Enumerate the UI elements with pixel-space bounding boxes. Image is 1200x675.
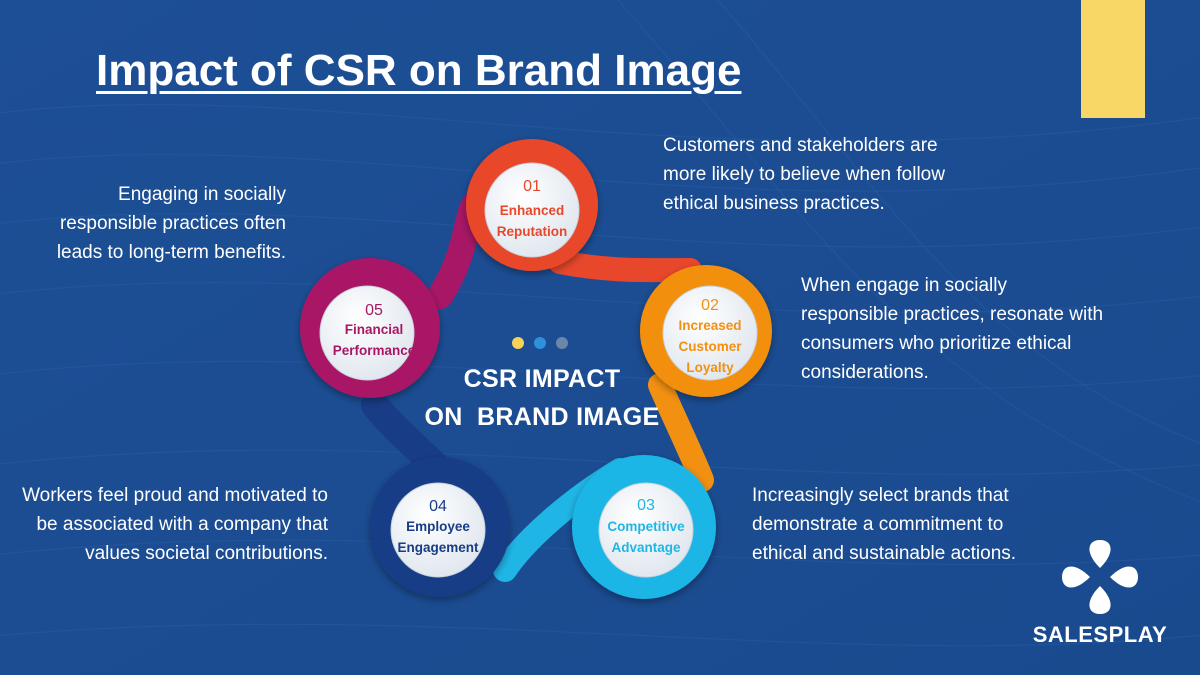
dot-gray (556, 337, 568, 349)
node-label: Loyalty (686, 360, 734, 375)
salesplay-logo: SALESPLAY (1030, 538, 1170, 648)
node-label: Financial (345, 322, 404, 337)
node-number: 03 (637, 497, 655, 514)
center-title-line-1: CSR IMPACT (463, 365, 621, 393)
description-02: When engage in socially responsible prac… (801, 275, 1104, 383)
node-number: 02 (701, 297, 719, 314)
dot-blue (534, 337, 546, 349)
node-number: 04 (429, 498, 447, 515)
node-label: Advantage (611, 540, 681, 555)
description-03: Increasingly select brands that demonstr… (752, 485, 1017, 564)
node-label: Increased (678, 318, 741, 333)
salesplay-logo-icon (1062, 540, 1138, 614)
node-label: Performance (333, 343, 416, 358)
node-label: Engagement (397, 540, 479, 555)
decorative-dots (512, 337, 568, 349)
description-01: Customers and stakeholders are more like… (663, 135, 945, 214)
node-label: Enhanced (500, 203, 565, 218)
node-number: 01 (523, 178, 541, 195)
node-number: 05 (365, 302, 383, 319)
description-04: Workers feel proud and motivated to be a… (22, 485, 328, 564)
node-label: Competitive (607, 519, 685, 534)
node-03-competitive-advantage: 03 Competitive Advantage (572, 455, 716, 599)
description-05: Engaging in socially responsible practic… (56, 184, 286, 263)
node-label: Customer (678, 339, 742, 354)
dot-yellow (512, 337, 524, 349)
brand-name: SALESPLAY (1032, 622, 1168, 647)
node-05-financial-performance: 05 Financial Performance (300, 258, 440, 398)
node-02-increased-customer-loyalty: 02 Increased Customer Loyalty (640, 265, 772, 397)
node-label: Employee (406, 519, 470, 534)
node-04-employee-engagement: 04 Employee Engagement (370, 457, 510, 597)
center-title: CSR IMPACT ON BRAND IMAGE (412, 360, 672, 436)
node-label: Reputation (497, 224, 568, 239)
center-title-line-2: ON BRAND IMAGE (424, 403, 660, 431)
connector-01-to-02 (548, 250, 702, 283)
page-title: Impact of CSR on Brand Image (96, 46, 742, 95)
accent-bar (1081, 0, 1145, 118)
node-01-enhanced-reputation: 01 Enhanced Reputation (466, 139, 598, 271)
connector-02-to-03 (648, 373, 714, 492)
